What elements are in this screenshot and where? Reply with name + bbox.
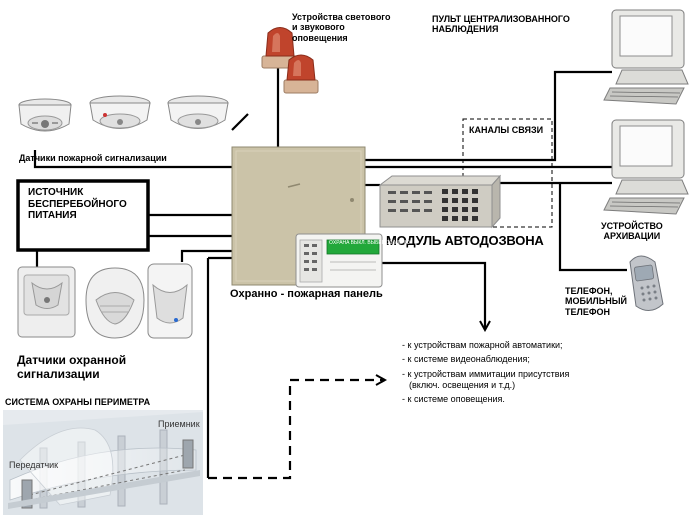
security-sensor-2 — [85, 267, 145, 339]
security-sensors-label: Датчики охранной сигнализации — [17, 353, 127, 381]
receiver-label: Приемник — [158, 419, 200, 429]
wire-to-notes — [380, 261, 485, 330]
fire-sensor-1 — [18, 98, 72, 132]
note-item: к устройствам иммитации присутствия (вкл… — [402, 369, 602, 392]
central-console-label: ПУЛЬТ ЦЕНТРАЛИЗОВАННОГО НАБЛЮДЕНИЯ — [432, 14, 570, 35]
phone-label: ТЕЛЕФОН, МОБИЛЬНЫЙ ТЕЛЕФОН — [565, 286, 627, 317]
perimeter-label: СИСТЕМА ОХРАНЫ ПЕРИМЕТРА — [5, 397, 151, 407]
fire-sensors-label: Датчики пожарной сигнализации — [19, 153, 167, 163]
computer-archive — [603, 119, 689, 215]
channels-label: КАНАЛЫ СВЯЗИ — [469, 125, 544, 135]
dashed-arrow-perimeter — [208, 380, 385, 480]
siren-2 — [283, 54, 319, 94]
note-item: к системе видеонаблюдения; — [402, 354, 602, 365]
fire-sensor-2 — [89, 95, 151, 129]
note-item: к устройствам пожарной автоматики; — [402, 340, 602, 351]
keypad — [295, 233, 383, 288]
perimeter-scene — [3, 410, 203, 515]
wire-fire-sensor-3 — [231, 113, 249, 131]
alarm-devices-label: Устройства светового и звукового оповеще… — [292, 12, 391, 43]
mobile-phone-icon — [629, 255, 664, 311]
wire-phone — [558, 183, 627, 272]
autodial-module — [378, 174, 502, 229]
wire-sensor-right — [180, 249, 232, 262]
security-sensor-3 — [147, 263, 193, 339]
fire-sensor-3 — [167, 95, 229, 129]
transmitter-label: Передатчик — [9, 460, 59, 470]
wire-console — [365, 70, 612, 162]
channels-dashed-box — [462, 118, 553, 228]
panel-label: Охранно - пожарная панель — [230, 288, 383, 300]
note-item: к системе оповещения. — [402, 394, 602, 405]
wire-fire-sensors — [33, 150, 232, 169]
ups-label: ИСТОЧНИК БЕСПЕРЕБОЙНОГО ПИТАНИЯ — [28, 187, 127, 221]
ups-box — [16, 179, 150, 252]
keypad-display-text: OXPAHA ВЫКЛ. BЫБЕР. 10 МЕНЮ — [329, 240, 410, 246]
autodial-label: МОДУЛЬ АВТОДОЗВОНА — [386, 233, 544, 248]
archive-label: УСТРОЙСТВО АРХИВАЦИИ — [601, 221, 663, 242]
computer-central-console — [603, 9, 689, 105]
notes-list: к устройствам пожарной автоматики; к сис… — [402, 340, 602, 408]
security-sensor-1 — [17, 266, 76, 338]
